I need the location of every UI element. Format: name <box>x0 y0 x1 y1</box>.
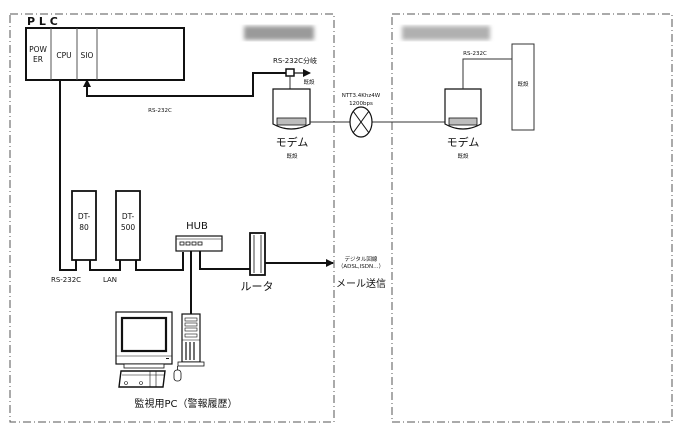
right-existing-device <box>511 43 535 131</box>
branch-connector <box>285 68 295 77</box>
svg-text:SIO: SIO <box>81 51 94 60</box>
dt80-device <box>71 190 97 261</box>
svg-text:500: 500 <box>121 223 136 232</box>
branch-existing-label: 既設 <box>303 78 315 86</box>
lan-dt500-hub <box>135 252 184 271</box>
right-modem-icon <box>444 88 482 130</box>
rs232c-sio-link <box>86 72 287 97</box>
left-modem-icon <box>272 88 311 130</box>
left-modem-label: モデム <box>276 135 309 149</box>
monitoring-pc-label: 監視用PC（警報履歴） <box>134 397 237 410</box>
svg-text:CPU: CPU <box>56 51 71 60</box>
left-modem-sub: 既設 <box>286 152 298 160</box>
digital-line-types: （ADSL,ISDN…） <box>338 263 384 270</box>
lan-label: LAN <box>103 276 117 284</box>
mouse-icon <box>173 366 182 382</box>
left-site-name-redacted <box>244 26 314 40</box>
plc-module-cpu: CPU <box>56 51 71 60</box>
svg-text:DT-: DT- <box>78 212 91 221</box>
plc-link-label: RS-232C <box>148 108 172 114</box>
router-label: ルータ <box>241 280 274 293</box>
hub-label: HUB <box>186 221 208 232</box>
svg-text:POW: POW <box>29 45 47 54</box>
hub-icon <box>175 235 223 252</box>
plc-module-sio: SIO <box>81 51 94 60</box>
right-existing-device-label: 既設 <box>517 80 529 88</box>
right-rs232c-label: RS-232C <box>463 51 487 57</box>
svg-text:80: 80 <box>79 223 89 232</box>
left-site-boundary <box>9 13 335 423</box>
right-modem-label: モデム <box>447 135 480 149</box>
line-crossing-icon <box>349 106 373 138</box>
svg-text:ER: ER <box>33 55 43 64</box>
plc-module-power: POW ER <box>29 45 47 64</box>
right-site-name-redacted <box>402 26 490 40</box>
rs232c-bottom-label: RS-232C <box>51 276 81 284</box>
ntt-speed-label: 1200bps <box>349 101 373 107</box>
pc-tower-icon <box>177 313 205 367</box>
plc-title: P L C <box>27 15 58 28</box>
router-icon <box>249 232 266 276</box>
rs232c-branch-label: RS-232C分岐 <box>273 56 317 65</box>
lan-dt80-dt500 <box>89 260 121 271</box>
plc-rack <box>25 27 185 81</box>
cpu-rs232c-line <box>59 80 77 271</box>
sio-arrow-head <box>83 79 91 87</box>
digital-line-label: デジタル回線 <box>345 255 378 263</box>
mail-send-label: メール送信 <box>336 277 386 290</box>
ntt-line-label: NTT3.4Khz4W <box>342 93 381 99</box>
svg-text:DT-: DT- <box>122 212 135 221</box>
hub-router-line <box>199 251 250 270</box>
right-site-boundary <box>391 13 673 423</box>
monitor-icon <box>115 311 173 369</box>
right-modem-sub: 既設 <box>457 152 469 160</box>
right-rs232c-line <box>462 58 512 89</box>
dt500-device <box>115 190 141 261</box>
keyboard-icon <box>118 370 166 388</box>
